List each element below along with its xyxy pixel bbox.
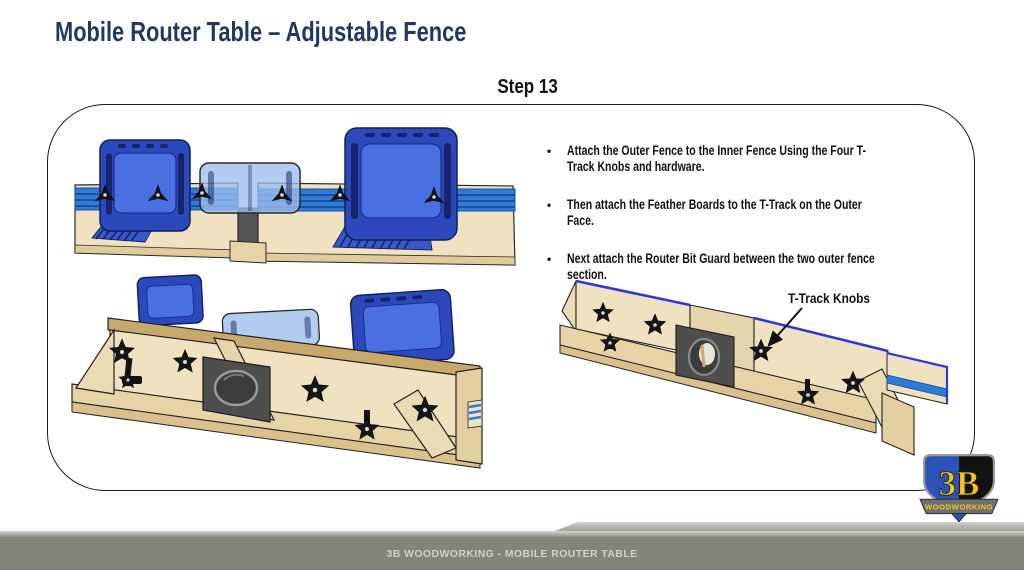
footer-divider-strip xyxy=(0,531,1024,537)
step-heading-text: Step 13 xyxy=(497,76,559,98)
inner-fence-track xyxy=(886,351,949,405)
bullet-marker: • xyxy=(547,251,552,266)
feather-board-right-peek xyxy=(349,288,455,366)
star-knobs xyxy=(109,338,439,440)
bullet-marker: • xyxy=(547,197,552,212)
star-knobs xyxy=(592,302,865,405)
bullet-text: Then attach the Feather Boards to the T-… xyxy=(567,196,863,229)
list-item: • Next attach the Router Bit Guard betwe… xyxy=(547,251,977,284)
annotation-arrow xyxy=(767,307,803,347)
logo-banner-ribbon xyxy=(919,498,999,515)
fence-annotated-view-illustration xyxy=(559,279,949,456)
feather-board-right xyxy=(332,127,458,251)
list-item: • Attach the Outer Fence to the Inner Fe… xyxy=(547,143,977,176)
bullet-marker: • xyxy=(547,144,552,158)
step-heading: Step 13 xyxy=(475,76,558,98)
logo-monogram: 3B xyxy=(939,464,980,503)
page-title: Mobile Router Table – Adjustable Fence xyxy=(55,16,582,48)
bullet-text: Attach the Outer Fence to the Inner Fenc… xyxy=(567,143,867,175)
logo-tip xyxy=(950,513,968,523)
end-cap xyxy=(881,392,915,456)
footer-bar: 3B WOODWORKING - MOBILE ROUTER TABLE xyxy=(0,537,1024,570)
blue-edge xyxy=(575,279,889,353)
bullet-text: Next attach the Router Bit Guard between… xyxy=(567,250,876,283)
fence-back-view-illustration xyxy=(71,274,483,469)
fence-body xyxy=(559,279,915,456)
t-track-end xyxy=(467,399,483,429)
instruction-list: • Attach the Outer Fence to the Inner Fe… xyxy=(547,143,977,305)
page-title-text: Mobile Router Table – Adjustable Fence xyxy=(55,16,467,47)
router-bit-guard xyxy=(199,162,301,214)
brand-logo: 3B WOODWORKING xyxy=(919,454,999,523)
dust-port xyxy=(675,324,735,388)
logo-banner-text: WOODWORKING xyxy=(925,503,993,512)
fence-front-view-illustration xyxy=(74,127,516,266)
footer-text: 3B WOODWORKING - MOBILE ROUTER TABLE xyxy=(386,547,638,560)
feather-board-left-peek xyxy=(136,274,204,327)
dust-port xyxy=(202,356,271,423)
footer-accent-shape xyxy=(552,522,1024,532)
list-item: • Then attach the Feather Boards to the … xyxy=(547,197,977,230)
t-track-knobs-label: T-Track Knobs xyxy=(788,290,884,306)
step-heading-wrap: Step 13 xyxy=(47,76,975,99)
left-brace xyxy=(74,327,115,395)
t-track-knobs-label-text: T-Track Knobs xyxy=(788,290,870,306)
